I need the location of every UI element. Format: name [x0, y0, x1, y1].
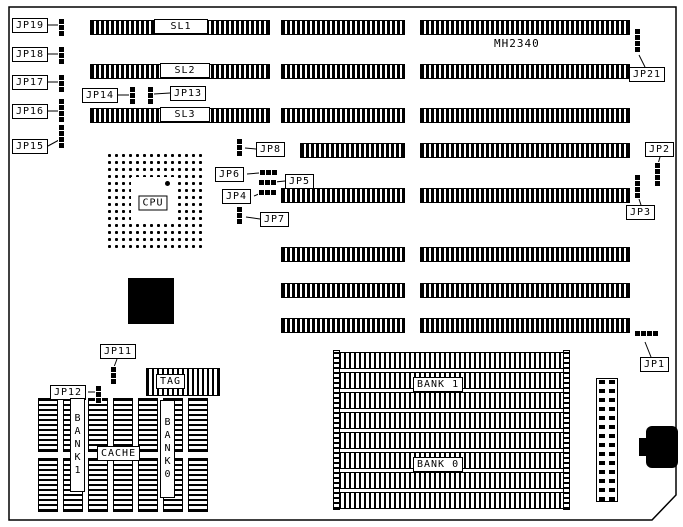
simm-rail: [333, 350, 340, 510]
jp14-jumper: [129, 86, 136, 105]
cpu-center: CPU: [131, 177, 175, 221]
isa-slot: [420, 247, 630, 262]
isa-slot: [420, 64, 630, 79]
jp7-label: JP7: [260, 212, 290, 227]
keyboard-connector: [646, 426, 678, 468]
sram-chip: [38, 398, 58, 452]
jp2-label: JP2: [645, 142, 675, 157]
power-pin-header: [596, 378, 618, 502]
sram-chip: [138, 398, 158, 452]
jp11-jumper: [110, 366, 117, 385]
simm-module: [338, 412, 564, 429]
sram-chip: [38, 458, 58, 512]
jp8-jumper: [236, 138, 243, 157]
board-model-text: MH2340: [494, 37, 540, 50]
jp4-label: JP4: [222, 189, 252, 204]
isa-slot: [281, 283, 405, 298]
jp17-jumper: [58, 74, 65, 93]
jp21-jumper: [634, 28, 641, 53]
jp18-jumper: [58, 46, 65, 65]
cpu-pin1-dot: [165, 181, 170, 186]
simm-rail: [563, 350, 570, 510]
isa-slot: [420, 108, 630, 123]
jp5-label: JP5: [285, 174, 315, 189]
simm-module: [338, 432, 564, 449]
sram-chip: [113, 458, 133, 512]
sram-chip: [138, 458, 158, 512]
cache-bank0-label: BANK0: [160, 400, 175, 498]
sram-chip: [113, 398, 133, 452]
jp17-label: JP17: [12, 75, 49, 90]
isa-slot: [281, 188, 405, 203]
simm-bank0-label: BANK 0: [413, 457, 464, 472]
isa-slot: [420, 20, 630, 35]
jp18-label: JP18: [12, 47, 49, 62]
jp16-label: JP16: [12, 104, 49, 119]
isa-slot: [281, 247, 405, 262]
simm-module: [338, 492, 564, 509]
isa-slot: [420, 188, 630, 203]
jp7-jumper: [236, 206, 243, 225]
isa-slot: [420, 283, 630, 298]
tag-label: TAG: [156, 374, 186, 389]
sram-chip: [88, 398, 108, 452]
jp15-label: JP15: [12, 139, 49, 154]
jp5-jumper: [258, 179, 277, 186]
jp3-jumper: [634, 174, 641, 199]
jp1-label: JP1: [640, 357, 670, 372]
isa-slot: [281, 108, 405, 123]
sram-chip: [188, 458, 208, 512]
jp11-label: JP11: [100, 344, 137, 359]
isa-slot: [420, 318, 630, 333]
sram-chip: [188, 398, 208, 452]
cpu-label: CPU: [138, 195, 168, 211]
slot-label-sl2: SL2: [160, 63, 210, 78]
isa-slot: [281, 20, 405, 35]
jp3-label: JP3: [626, 205, 656, 220]
simm-bank1-label: BANK 1: [413, 377, 464, 392]
jp14-label: JP14: [82, 88, 119, 103]
jp12-jumper: [95, 385, 102, 404]
jp21-label: JP21: [629, 67, 666, 82]
chipset-chip: [128, 278, 174, 324]
jp15-jumper: [58, 124, 65, 149]
isa-slot: [300, 143, 405, 158]
isa-slot: [281, 318, 405, 333]
jp2-jumper: [654, 162, 661, 187]
jp19-label: JP19: [12, 18, 49, 33]
jp19-jumper: [58, 18, 65, 37]
cpu-socket: CPU: [104, 150, 202, 248]
jp13-jumper: [147, 86, 154, 105]
jp6-jumper: [259, 169, 278, 176]
sram-chip: [88, 458, 108, 512]
simm-module: [338, 472, 564, 489]
jp13-label: JP13: [170, 86, 207, 101]
jp16-jumper: [58, 98, 65, 123]
jp8-label: JP8: [256, 142, 286, 157]
jp6-label: JP6: [215, 167, 245, 182]
cache-bank1-label: BANK1: [70, 398, 85, 492]
simm-module: [338, 392, 564, 409]
slot-label-sl1: SL1: [154, 19, 208, 34]
cache-label: CACHE: [97, 446, 141, 461]
simm-module: [338, 352, 564, 369]
slot-label-sl3: SL3: [160, 107, 210, 122]
isa-slot: [420, 143, 630, 158]
isa-slot: [281, 64, 405, 79]
jp1-jumper: [634, 330, 659, 337]
jp4-jumper: [258, 189, 277, 196]
